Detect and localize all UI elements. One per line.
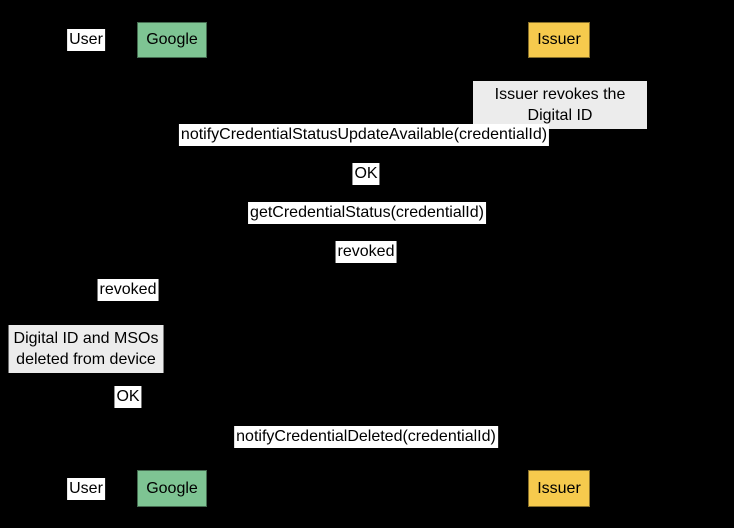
message-notify-credential-deleted: notifyCredentialDeleted(credentialId) bbox=[234, 426, 498, 448]
actor-issuer-top: Issuer bbox=[528, 22, 590, 58]
actor-user-top: User bbox=[67, 29, 105, 51]
message-revoked-user: revoked bbox=[97, 279, 159, 301]
actor-issuer-bottom: Issuer bbox=[528, 470, 590, 507]
message-ok-user: OK bbox=[114, 386, 142, 408]
actor-google-bottom: Google bbox=[137, 470, 207, 507]
message-revoked-google: revoked bbox=[335, 241, 397, 263]
actor-user-bottom: User bbox=[67, 478, 105, 500]
note-digital-id-msos-deleted: Digital ID and MSOs deleted from device bbox=[8, 325, 164, 373]
note-issuer-revokes-digital-id: Issuer revokes the Digital ID bbox=[473, 81, 647, 129]
message-get-credential-status: getCredentialStatus(credentialId) bbox=[248, 202, 486, 224]
message-ok-issuer: OK bbox=[352, 163, 380, 185]
message-notify-credential-status-update-available: notifyCredentialStatusUpdateAvailable(cr… bbox=[178, 124, 550, 146]
actor-google-top: Google bbox=[137, 22, 207, 58]
